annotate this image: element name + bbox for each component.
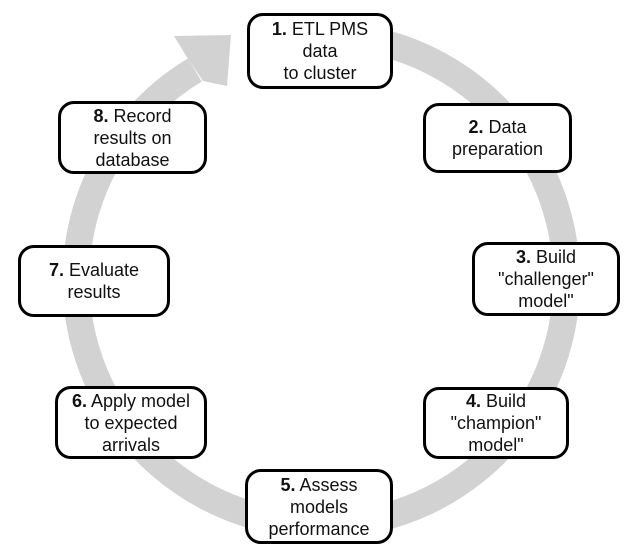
step-7-label: 7. Evaluate results bbox=[47, 259, 141, 303]
step-2-number: 2. bbox=[468, 117, 484, 137]
step-box-1: 1. ETL PMS data to cluster bbox=[247, 13, 393, 89]
step-1-number: 1. bbox=[271, 19, 287, 39]
step-3-number: 3. bbox=[515, 247, 531, 267]
step-2-label: 2. Data preparation bbox=[450, 116, 545, 160]
step-box-8: 8. Record results on database bbox=[58, 101, 207, 174]
step-6-text: Apply model to expected arrivals bbox=[84, 390, 191, 455]
step-box-6: 6. Apply model to expected arrivals bbox=[55, 386, 207, 459]
step-2-text: Data preparation bbox=[451, 117, 544, 159]
step-4-label: 4. Build "champion" model" bbox=[449, 390, 544, 456]
step-box-2: 2. Data preparation bbox=[423, 103, 572, 173]
step-box-4: 4. Build "champion" model" bbox=[423, 387, 569, 459]
step-3-text: Build "challenger" model" bbox=[498, 247, 594, 311]
step-4-text: Build "champion" model" bbox=[450, 391, 542, 455]
step-5-text: Assess models performance bbox=[268, 474, 370, 539]
step-box-7: 7. Evaluate results bbox=[18, 245, 170, 317]
step-6-number: 6. bbox=[71, 390, 87, 411]
step-5-label: 5. Assess models performance bbox=[266, 474, 371, 540]
step-1-text: ETL PMS data to cluster bbox=[283, 19, 369, 83]
step-3-label: 3. Build "challenger" model" bbox=[496, 246, 596, 312]
step-box-3: 3. Build "challenger" model" bbox=[472, 242, 620, 316]
step-box-5: 5. Assess models performance bbox=[245, 469, 393, 544]
step-7-number: 7. bbox=[48, 260, 64, 280]
step-4-number: 4. bbox=[465, 391, 481, 411]
step-6-label: 6. Apply model to expected arrivals bbox=[70, 390, 192, 456]
cycle-arrowhead-icon bbox=[174, 35, 231, 86]
step-8-label: 8. Record results on database bbox=[91, 105, 173, 171]
step-5-number: 5. bbox=[280, 474, 296, 495]
step-7-text: Evaluate results bbox=[67, 260, 140, 302]
step-1-label: 1. ETL PMS data to cluster bbox=[270, 18, 370, 84]
step-8-text: Record results on database bbox=[93, 105, 172, 170]
step-8-number: 8. bbox=[93, 105, 109, 126]
